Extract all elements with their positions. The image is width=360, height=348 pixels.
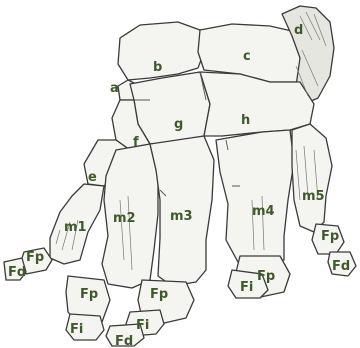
carpal-h xyxy=(200,72,314,136)
label-m5: m5 xyxy=(302,189,325,204)
label-fi-2: Fi xyxy=(70,322,83,337)
label-fp-2: Fp xyxy=(80,287,98,302)
label-fp-5: Fp xyxy=(321,229,339,244)
label-fi-3: Fi xyxy=(136,318,149,333)
label-d: d xyxy=(294,23,303,38)
label-m3: m3 xyxy=(170,209,193,224)
label-m4: m4 xyxy=(252,204,275,219)
label-fp-4: Fp xyxy=(257,269,275,284)
label-fp-3: Fp xyxy=(150,287,168,302)
label-e: e xyxy=(88,170,97,185)
label-g: g xyxy=(174,117,183,132)
label-fi-4: Fi xyxy=(240,280,253,295)
label-m1: m1 xyxy=(64,220,87,235)
label-a: a xyxy=(110,81,119,96)
label-m2: m2 xyxy=(113,211,136,226)
label-fd-5: Fd xyxy=(332,259,350,274)
label-h: h xyxy=(241,113,250,128)
label-f: f xyxy=(133,135,139,150)
label-c: c xyxy=(243,49,251,64)
label-fd-1: Fd xyxy=(8,265,26,280)
label-fd-3: Fd xyxy=(115,334,133,348)
label-b: b xyxy=(153,60,162,75)
label-fp-1: Fp xyxy=(26,250,44,265)
